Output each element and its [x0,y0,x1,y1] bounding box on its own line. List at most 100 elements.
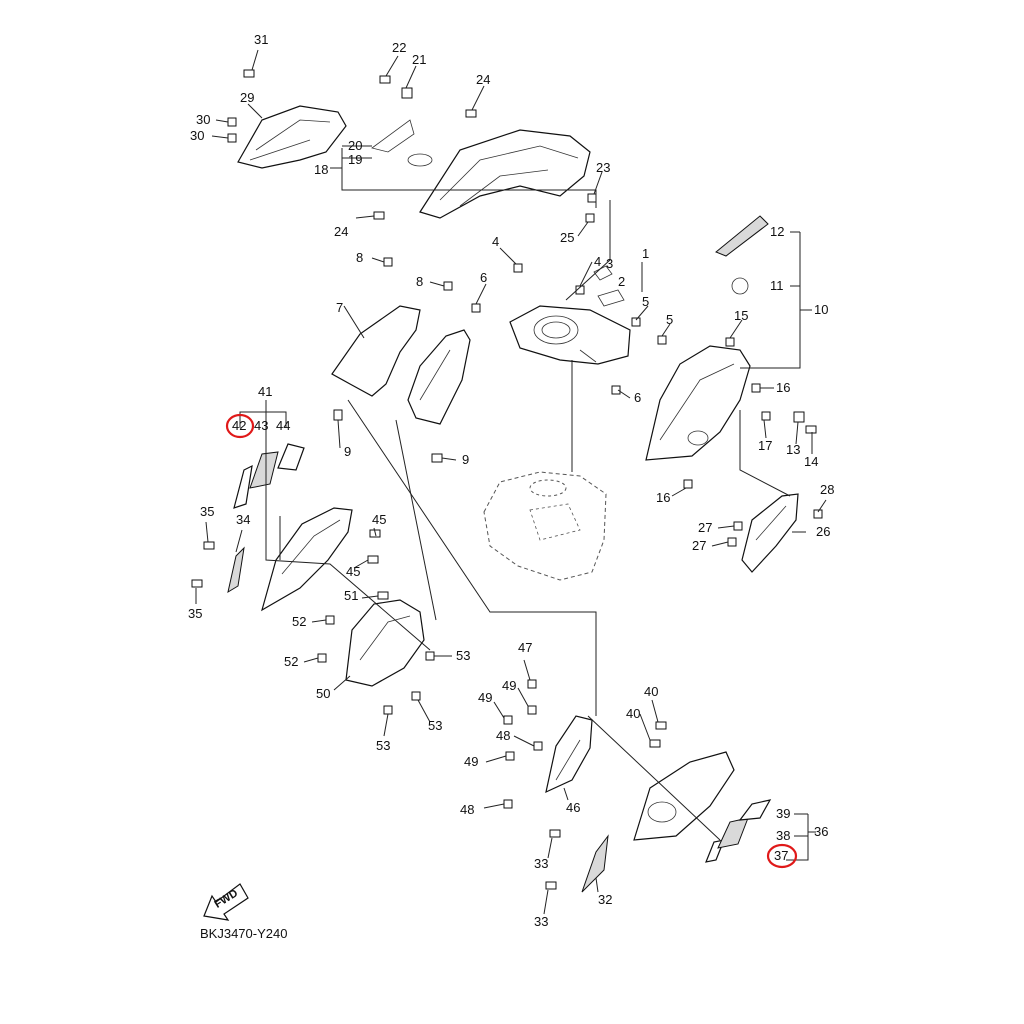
callout-51: 51 [344,588,358,603]
callout-36: 36 [814,824,828,839]
part-44-decal [277,443,305,471]
callout-2: 2 [618,274,625,289]
callout-10: 10 [814,302,828,317]
callout-22: 22 [392,40,406,55]
part-42-decal [233,464,253,509]
callout-47: 47 [518,640,532,655]
callout-5a: 5 [642,294,649,309]
callout-1: 1 [642,246,649,261]
callout-8a: 8 [356,250,363,265]
callout-6b: 6 [634,390,641,405]
part-1-center-body [509,305,631,365]
callout-48a: 48 [496,728,510,743]
callout-49b: 49 [478,690,492,705]
callout-49c: 49 [464,754,478,769]
part-26-panel [741,493,799,573]
callout-33b: 33 [534,914,548,929]
callout-41: 41 [258,384,272,399]
callout-18: 18 [314,162,328,177]
callout-43: 43 [254,418,268,433]
callout-50: 50 [316,686,330,701]
diagram-caption: BKJ3470-Y240 [200,926,287,941]
callout-25: 25 [560,230,574,245]
callout-37: 37 [774,848,788,863]
callout-6a: 6 [480,270,487,285]
fuel-tank-outline [483,471,607,581]
part-20-plate [371,119,415,153]
part-10-right-cowl [645,345,751,461]
callout-20: 20 [348,138,362,153]
fwd-arrow-icon: FWD [203,883,249,921]
callout-49a: 49 [502,678,516,693]
leader-lines [195,49,827,915]
callout-53a: 53 [456,648,470,663]
part-left-lower-cowl [261,507,353,612]
part-3-emblem [593,265,613,281]
callout-8b: 8 [416,274,423,289]
part-34-plate [227,546,245,594]
part-11-ring [731,277,749,295]
callout-42: 42 [232,418,246,433]
part-36-decal-set [705,799,772,863]
callout-labels: 31 22 21 24 29 30 30 20 19 18 23 24 25 1… [188,32,834,929]
callout-17: 17 [758,438,772,453]
callout-27a: 27 [698,520,712,535]
callout-30a: 30 [196,112,210,127]
callout-53b: 53 [428,718,442,733]
callout-24b: 24 [334,224,348,239]
part-32-plate [581,834,609,893]
callout-30b: 30 [190,128,204,143]
part-36-lower-cowl [633,751,735,841]
fastener-glyphs [191,69,823,890]
highlight-circle-42 [225,413,255,439]
callout-23: 23 [596,160,610,175]
callout-7: 7 [336,300,343,315]
callout-9a: 9 [344,444,351,459]
part-43-decal [249,451,279,489]
callout-45b: 45 [346,564,360,579]
callout-3: 3 [606,256,613,271]
highlight-markers [225,413,798,869]
part-38-decal [717,817,749,849]
callout-35a: 35 [200,504,214,519]
part-18-upper-cowl [407,129,591,219]
callout-13: 13 [786,442,800,457]
callout-35b: 35 [188,606,202,621]
callout-19: 19 [348,152,362,167]
callout-28: 28 [820,482,834,497]
callout-24a: 24 [476,72,490,87]
callout-11: 11 [770,278,784,293]
callout-26: 26 [816,524,830,539]
callout-16b: 16 [656,490,670,505]
part-41-decal-set [233,443,305,509]
callout-48b: 48 [460,802,474,817]
callout-38: 38 [776,828,790,843]
callout-45a: 45 [372,512,386,527]
callout-39: 39 [776,806,790,821]
callout-27b: 27 [692,538,706,553]
callout-44: 44 [276,418,290,433]
callout-31: 31 [254,32,268,47]
callout-53c: 53 [376,738,390,753]
part-7-side-cowl [331,305,471,425]
callout-40b: 40 [626,706,640,721]
callout-21: 21 [412,52,426,67]
callout-29: 29 [240,90,254,105]
part-39-decal [738,799,772,821]
callout-40a: 40 [644,684,658,699]
part-29-panel [237,105,347,169]
callout-46: 46 [566,800,580,815]
part-2-emblem [597,289,625,307]
callout-15: 15 [734,308,748,323]
callout-14: 14 [804,454,818,469]
callout-4a: 4 [492,234,499,249]
callout-5b: 5 [666,312,673,327]
callout-9b: 9 [462,452,469,467]
callout-16a: 16 [776,380,790,395]
part-50-lower-panel [345,599,425,687]
callout-52a: 52 [292,614,306,629]
part-46-panel [545,715,593,794]
callout-12: 12 [770,224,784,239]
callout-52b: 52 [284,654,298,669]
